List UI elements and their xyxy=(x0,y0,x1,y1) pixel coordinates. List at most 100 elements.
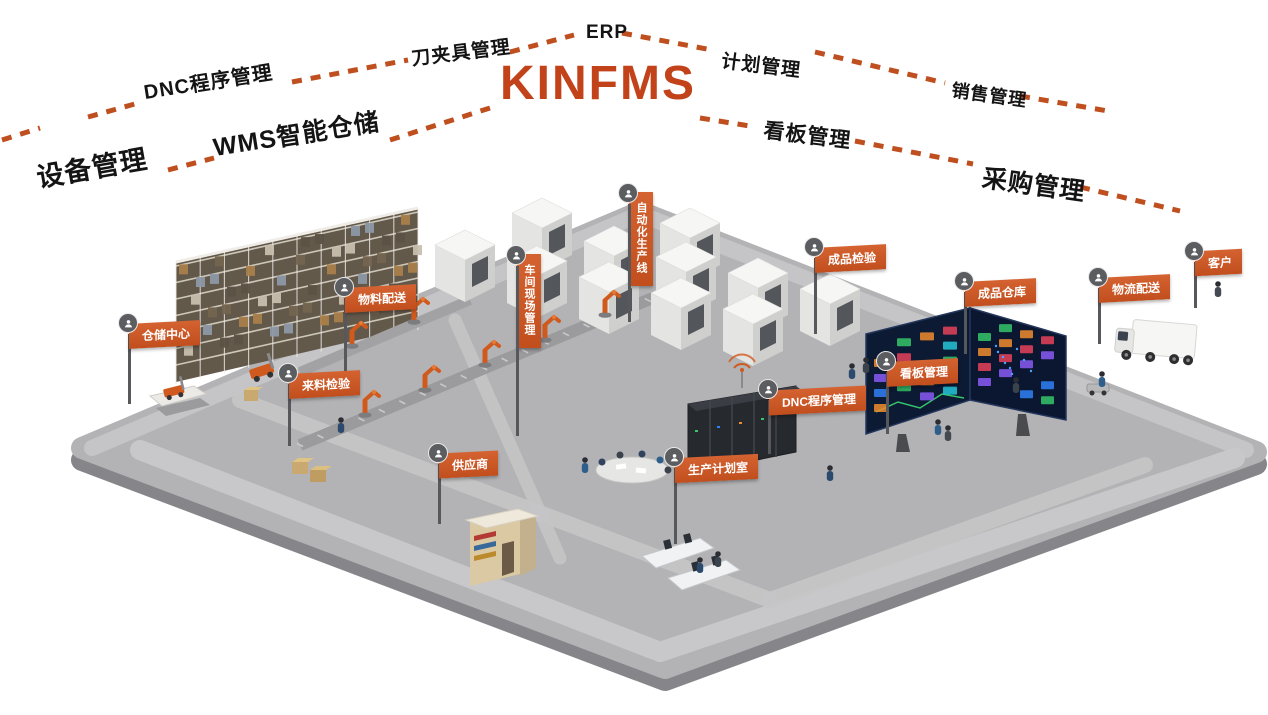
flag-workshop-site-mgmt: 车间现场管理 xyxy=(506,245,541,436)
flag-label: DNC程序管理 xyxy=(769,385,866,416)
person-icon xyxy=(804,237,824,257)
chart-tile xyxy=(874,404,888,412)
person-icon xyxy=(664,447,684,467)
worker xyxy=(714,551,722,567)
worker xyxy=(848,363,856,379)
map-dot xyxy=(994,344,998,348)
flag-customer: 客户 xyxy=(1184,241,1243,308)
chart-tile xyxy=(943,386,957,395)
chart-tile xyxy=(1020,390,1033,399)
person-icon xyxy=(954,271,974,291)
flag-material-delivery: 物料配送 xyxy=(334,277,417,372)
chart-tile xyxy=(978,333,991,341)
main-title: KINFMS xyxy=(500,57,696,110)
map-dot xyxy=(1015,347,1019,351)
chart-tile xyxy=(920,332,934,341)
robot-arm xyxy=(418,365,441,393)
chart-tile xyxy=(1041,336,1054,345)
person-icon xyxy=(876,351,896,371)
forklift-agv xyxy=(163,376,185,401)
flag-finished-warehouse: 成品仓库 xyxy=(954,271,1037,354)
chart-tile xyxy=(999,369,1012,378)
flag-pole xyxy=(344,298,347,372)
flag-pole xyxy=(768,400,771,454)
wireless-antenna-icon xyxy=(728,353,756,388)
chart-tile xyxy=(1020,345,1033,354)
flag-label: 生产计划室 xyxy=(675,453,759,484)
cnc-machine xyxy=(434,229,496,302)
chart-tile xyxy=(897,353,911,362)
chart-tile xyxy=(874,374,888,382)
flag-label: 成品检验 xyxy=(815,244,887,273)
flag-pole xyxy=(628,204,631,322)
chart-tile xyxy=(1041,396,1054,405)
flag-logistics-delivery: 物流配送 xyxy=(1088,267,1171,344)
robot-arm xyxy=(345,321,368,349)
flag-auto-production-line: 自动化生产线 xyxy=(618,183,653,322)
flag-label: 看板管理 xyxy=(887,358,959,387)
person-icon xyxy=(118,313,138,333)
flag-pole xyxy=(516,266,519,436)
forklift-agv xyxy=(249,352,275,382)
flag-pole xyxy=(964,292,967,354)
flag-label: 物料配送 xyxy=(345,284,417,313)
flag-label: 仓储中心 xyxy=(129,320,201,349)
flag-label: 车间现场管理 xyxy=(517,254,541,348)
worker xyxy=(581,457,589,473)
chart-tile xyxy=(999,354,1012,363)
flag-pole xyxy=(128,334,131,404)
map-dot xyxy=(1029,369,1033,373)
worker xyxy=(337,417,345,433)
flag-kanban-mgmt: 看板管理 xyxy=(876,351,959,434)
person-icon xyxy=(278,363,298,383)
worker xyxy=(934,419,942,435)
worker xyxy=(944,425,952,441)
flag-pole xyxy=(814,258,817,334)
flag-production-planning-room: 生产计划室 xyxy=(664,447,759,544)
chart-tile xyxy=(943,326,957,335)
chart-tile xyxy=(978,378,991,386)
chart-tile xyxy=(874,389,888,397)
office-desks xyxy=(640,533,742,591)
chart-tile xyxy=(978,348,991,356)
pallet-boxes xyxy=(244,387,332,482)
robot-arm xyxy=(598,290,621,318)
flag-label: 来料检验 xyxy=(289,370,361,399)
chart-tile xyxy=(1020,330,1033,339)
cnc-machine xyxy=(799,273,861,346)
worker xyxy=(696,557,704,573)
flag-label: 物流配送 xyxy=(1099,274,1171,303)
worker xyxy=(862,357,870,373)
chart-tile xyxy=(1020,360,1033,369)
worker xyxy=(1098,371,1106,387)
chart-tile xyxy=(1041,381,1054,390)
dashboard-screen xyxy=(865,307,1067,452)
chart-tile xyxy=(920,392,934,401)
robot-arm xyxy=(478,340,501,368)
person-icon xyxy=(428,443,448,463)
robot-arm xyxy=(538,315,561,343)
robot-arm xyxy=(358,390,381,418)
person-icon xyxy=(758,379,778,399)
meeting-table xyxy=(595,450,672,484)
chart-tile xyxy=(978,363,991,371)
person-icon xyxy=(506,245,526,265)
worker xyxy=(1012,377,1020,393)
flag-storage-center: 仓储中心 xyxy=(118,313,201,404)
flag-supplier: 供应商 xyxy=(428,443,499,524)
chart-tile xyxy=(1041,351,1054,360)
flag-pole xyxy=(438,464,441,524)
chart-tile xyxy=(999,324,1012,333)
cnc-machine xyxy=(578,261,640,334)
kiosk-building xyxy=(464,508,540,586)
worker xyxy=(826,465,834,481)
flag-pole xyxy=(1098,288,1101,344)
chart-tile xyxy=(999,339,1012,348)
person-icon xyxy=(1088,267,1108,287)
flag-pole xyxy=(674,468,677,544)
top-label-erp: ERP xyxy=(586,22,629,43)
cnc-machines xyxy=(434,197,861,366)
flag-pole xyxy=(886,372,889,434)
cnc-machine xyxy=(650,277,712,350)
